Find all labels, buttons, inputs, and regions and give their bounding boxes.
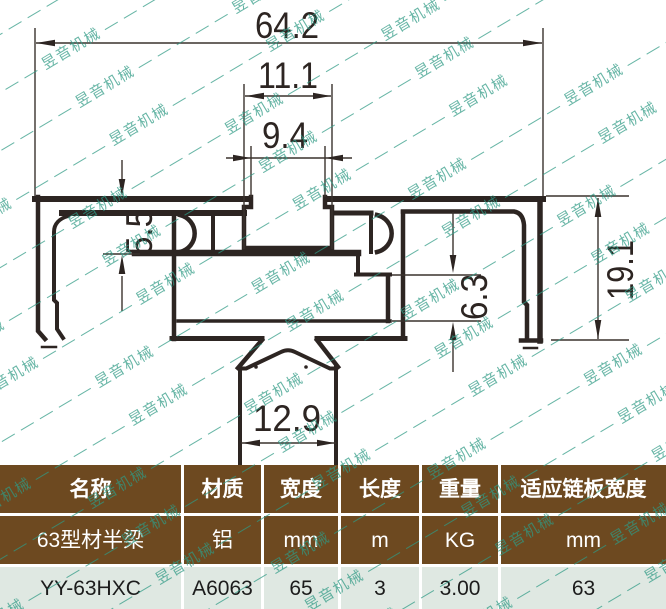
dimension-labels: 64.2 11.1 9.4 5.5 6.3 19.1 12.9 (119, 5, 641, 439)
dimension-arrows (36, 39, 602, 447)
col-header-material: 材质 (184, 465, 261, 513)
dim-step-height: 6.3 (454, 274, 495, 320)
dim-bottom-tab-width: 12.9 (253, 398, 321, 439)
unit-material: 铝 (184, 516, 261, 564)
unit-length: m (341, 516, 419, 564)
dimension-lines (34, 28, 629, 444)
profile-outline (32, 194, 546, 465)
col-header-name: 名称 (0, 465, 181, 513)
unit-weight: KG (422, 516, 498, 564)
value-chain-width: 63 (501, 567, 666, 609)
col-header-length: 长度 (341, 465, 419, 513)
unit-name: 63型材半梁 (0, 516, 181, 564)
dim-slot-opening-width: 9.4 (262, 115, 308, 156)
dim-slot-inner-width: 11.1 (258, 55, 318, 96)
value-weight: 3.00 (422, 567, 498, 609)
spec-table: 名称 材质 宽度 长度 重量 适应链板宽度 63型材半梁 铝 mm m KG m… (0, 465, 666, 609)
dim-total-width: 64.2 (255, 5, 319, 46)
col-header-weight: 重量 (422, 465, 498, 513)
value-width: 65 (264, 567, 338, 609)
dim-right-channel-height: 19.1 (600, 240, 641, 300)
dim-left-cavity-height: 5.5 (119, 209, 160, 255)
col-header-width: 宽度 (264, 465, 338, 513)
value-length: 3 (341, 567, 419, 609)
value-material: A6063 (184, 567, 261, 609)
col-header-chain-width: 适应链板宽度 (501, 465, 666, 513)
value-name: YY-63HXC (0, 567, 181, 609)
unit-width: mm (264, 516, 338, 564)
profile-drawing: 64.2 11.1 9.4 5.5 6.3 19.1 12.9 (32, 5, 641, 465)
unit-chain-width: mm (501, 516, 666, 564)
